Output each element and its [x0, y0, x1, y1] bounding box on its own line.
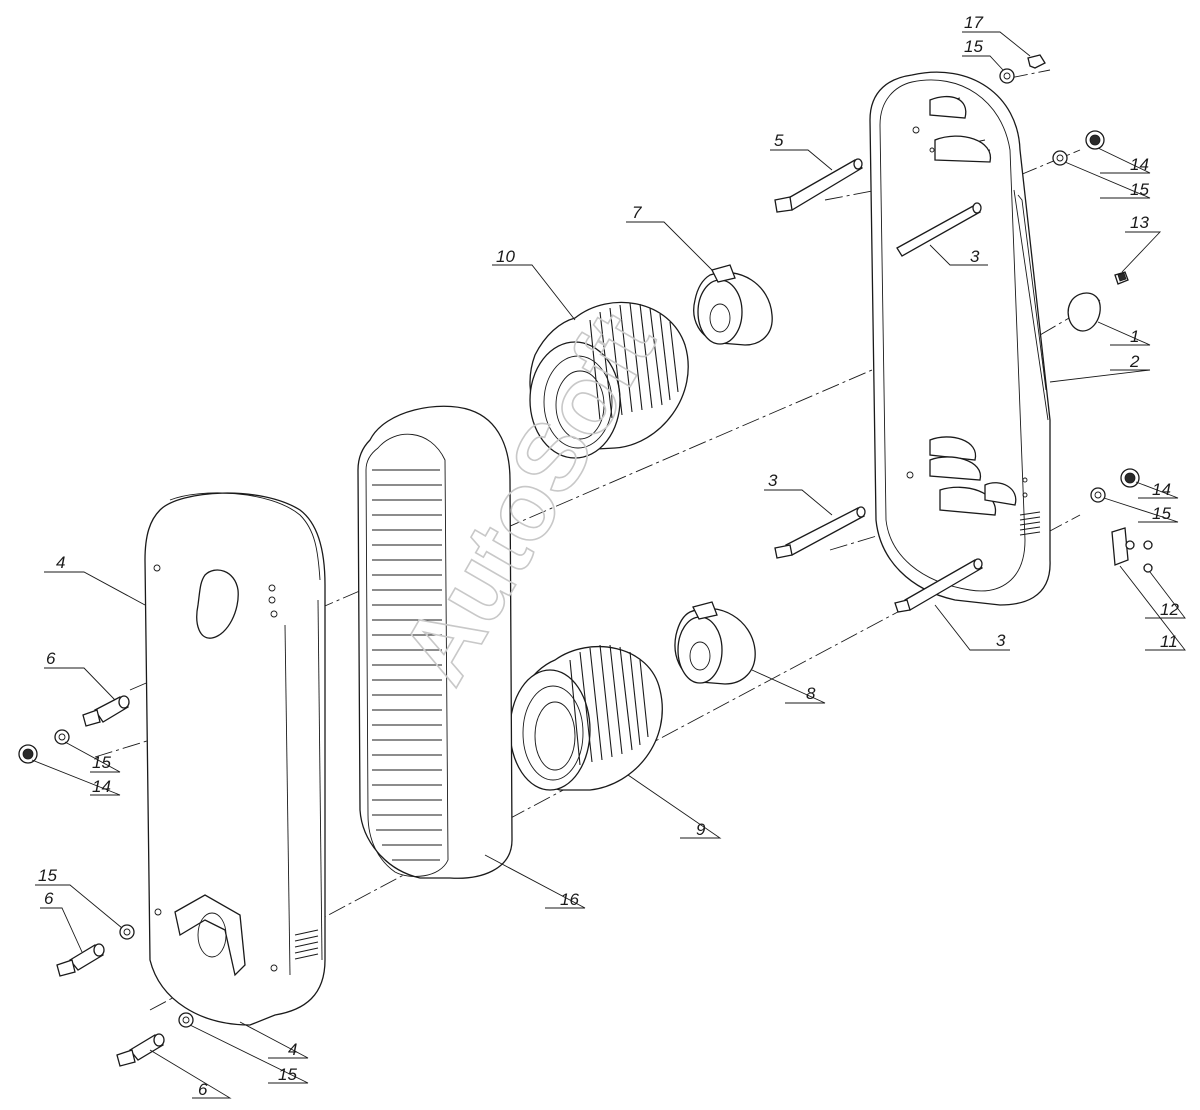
callout-15: 15: [278, 1065, 297, 1084]
timing-belt: [357, 405, 513, 879]
pulley-lower-teeth: [569, 644, 649, 766]
bushing-lower: [674, 601, 756, 685]
callout-7: 7: [632, 203, 642, 222]
callout-1: 1: [1130, 327, 1139, 346]
callout-15: 15: [964, 37, 983, 56]
callout-3: 3: [996, 631, 1006, 650]
callout-6: 6: [44, 889, 54, 908]
callout-12: 12: [1160, 600, 1179, 619]
callout-14: 14: [92, 777, 111, 796]
callout-9: 9: [696, 820, 706, 839]
shafts-right: [774, 158, 984, 613]
timing-belt-teeth: [372, 469, 442, 861]
leader-lines: [31, 31, 1186, 1099]
cover-left-vent: [294, 929, 319, 960]
callout-4: 4: [288, 1040, 297, 1059]
callout-11: 11: [1160, 632, 1178, 651]
hardware-right: [999, 54, 1153, 573]
housing-right: [869, 71, 1051, 606]
callout-2: 2: [1129, 352, 1140, 371]
callout-3: 3: [970, 247, 980, 266]
callout-3: 3: [768, 471, 778, 490]
housing-right-vent: [1019, 511, 1041, 536]
pulley-lower: [509, 644, 663, 791]
callout-8: 8: [806, 684, 816, 703]
callout-6: 6: [198, 1080, 208, 1099]
pulley-upper: [529, 301, 689, 459]
callout-16: 16: [560, 890, 579, 909]
hardware-left: [18, 695, 194, 1067]
callout-14: 14: [1152, 480, 1171, 499]
bushing-upper: [693, 264, 773, 346]
callout-15: 15: [1130, 180, 1149, 199]
pulley-upper-teeth: [589, 302, 679, 421]
callout-15: 15: [38, 866, 57, 885]
cover-left: [144, 492, 326, 1026]
callout-10: 10: [496, 247, 515, 266]
callout-17: 17: [964, 13, 983, 32]
callout-14: 14: [1130, 155, 1149, 174]
callout-5: 5: [774, 131, 784, 150]
callout-13: 13: [1130, 213, 1149, 232]
callout-6: 6: [46, 649, 56, 668]
callout-15: 15: [1152, 504, 1171, 523]
callout-15: 15: [92, 753, 111, 772]
callout-labels: 17 15 5 14 15 7 13 10 3 1 2 3 14 15 4 12…: [38, 13, 1179, 1099]
callout-4: 4: [56, 553, 65, 572]
